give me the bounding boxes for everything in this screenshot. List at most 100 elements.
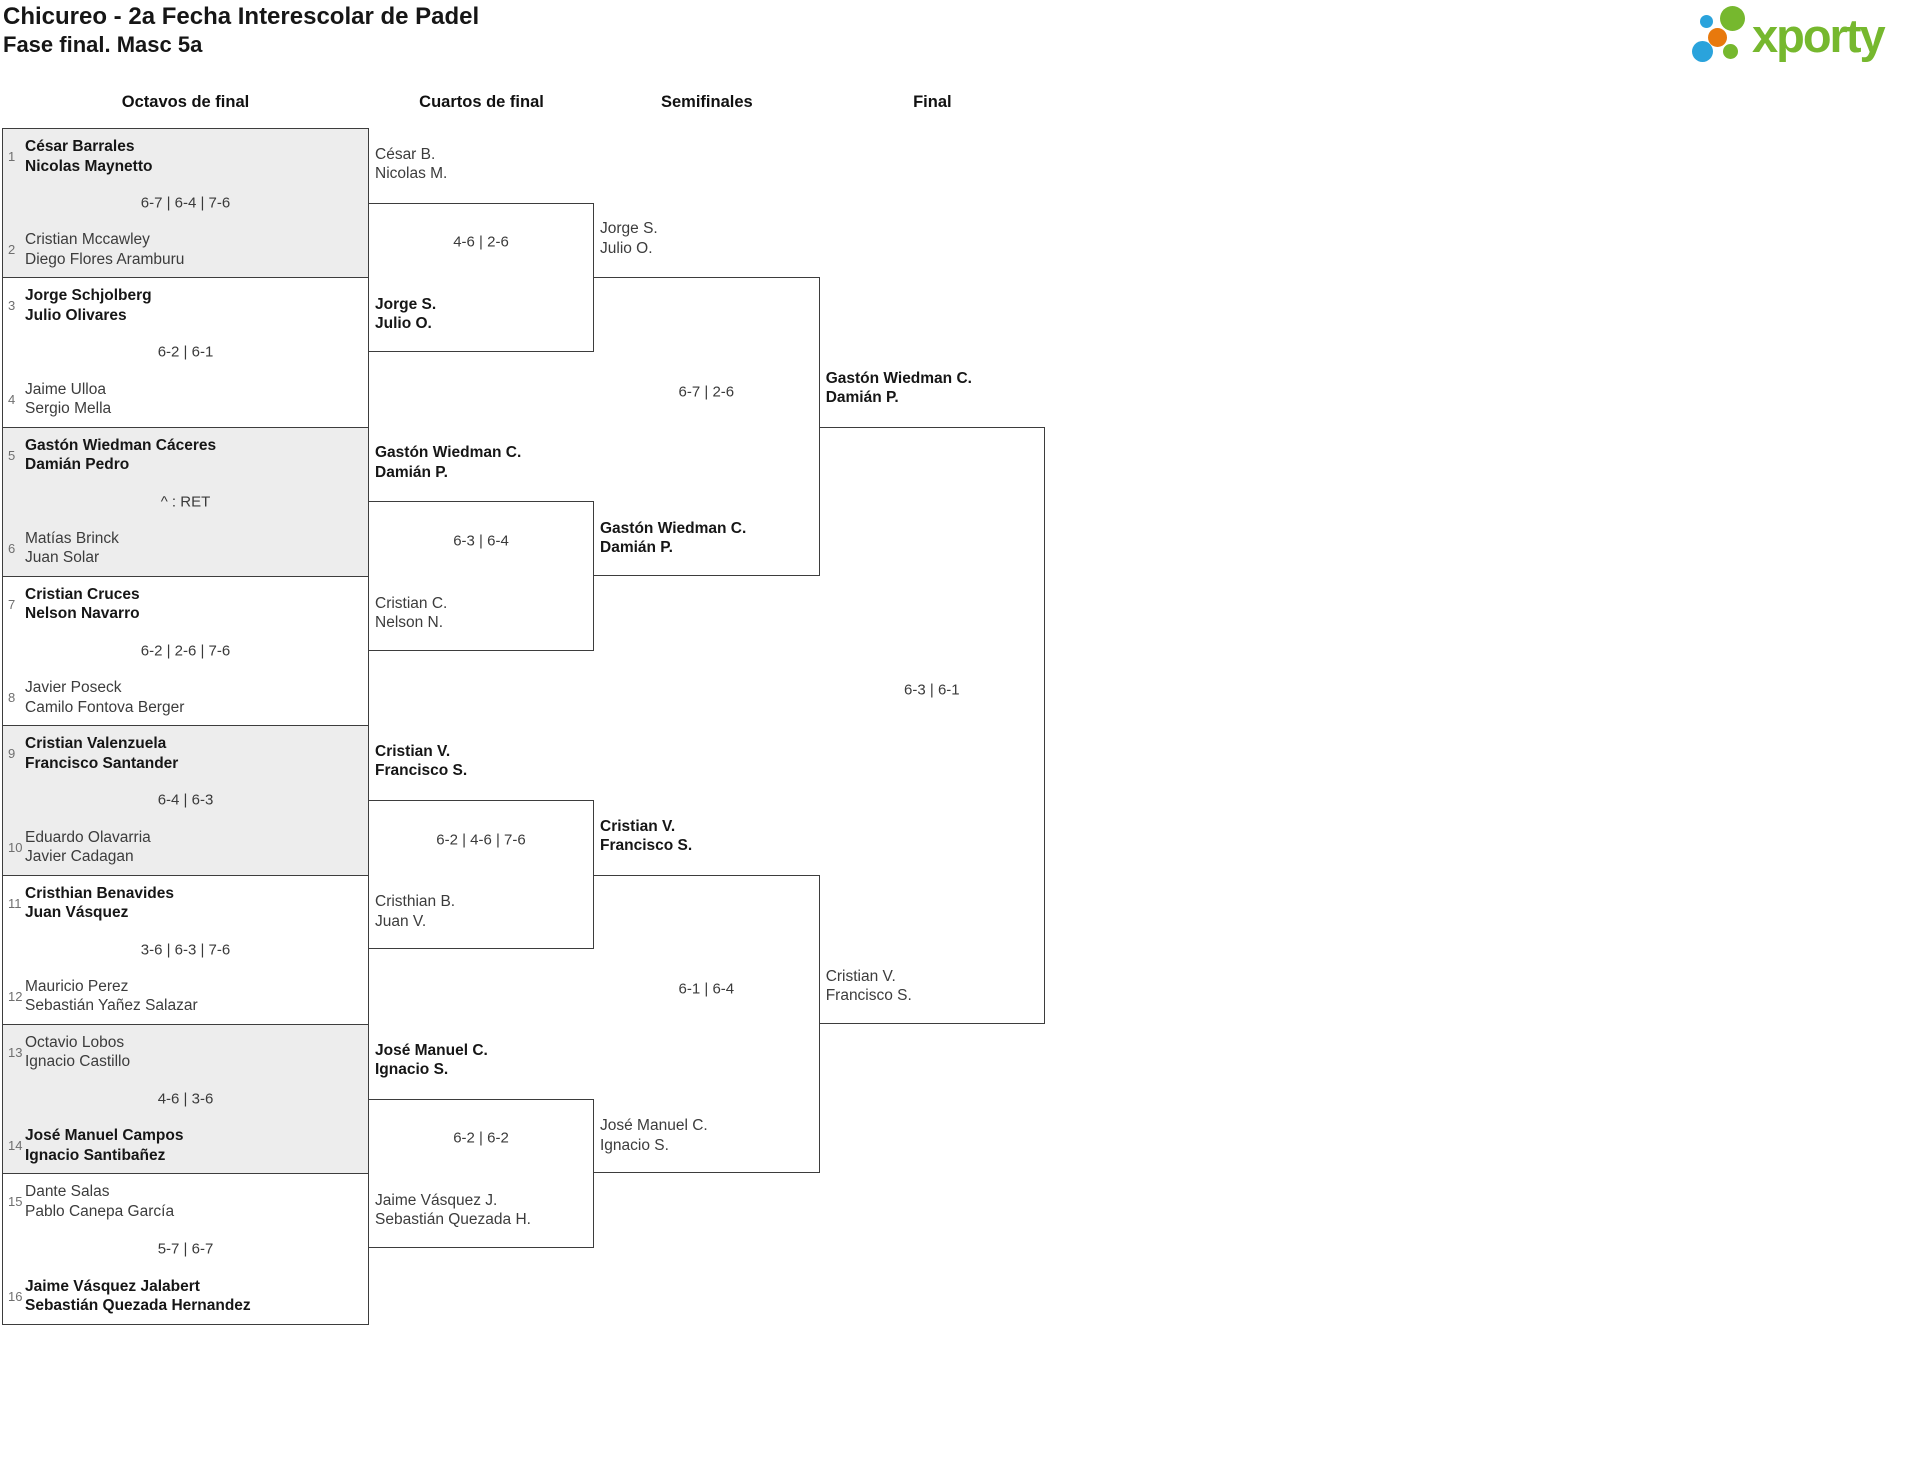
player-name: José Manuel C. [375,1041,488,1059]
player-name: Damián P. [600,539,673,557]
team-players: Cristian C. Nelson N. [375,594,447,633]
seed-number: 2 [8,242,16,258]
round-header-octavos-de-final: Octavos de final [121,93,250,111]
player-name: Sebastián Quezada Hernandez [25,1297,251,1315]
player-name: Ignacio S. [600,1136,669,1154]
team-entry: Gastón Wiedman C. Damián P. [826,369,972,408]
round-header-semifinales: Semifinales [660,93,753,111]
player-name: Ignacio S. [375,1061,449,1079]
player-name: Nelson Navarro [25,605,140,623]
team-entry: Jorge S.Julio O. [600,219,658,258]
match-score: 6-1 | 6-4 [678,980,735,998]
player-name: Cristian Mccawley [25,231,150,249]
player-name: Julio Olivares [25,306,127,324]
player-name: Ignacio Santibañez [25,1146,166,1164]
player-name: César Barrales [25,138,135,155]
player-name: Gastón Wiedman C. [375,444,522,462]
player-name: Cristian V. [825,967,896,985]
page-title: Chicureo - 2a Fecha Interescolar de Pade… [3,3,480,30]
seed-number: 15 [8,1194,23,1210]
player-name: Mauricio Perez [25,977,129,995]
player-name: Jorge Schjolberg [25,287,152,305]
match-score: 6-2 | 4-6 | 7-6 [436,831,526,849]
player-name: Gastón Wiedman C. [825,369,972,387]
player-name: Cristian C. [375,594,448,612]
team-players: Jorge S.Julio O. [600,219,658,258]
match-score: 6-2 | 2-6 | 7-6 [140,642,231,660]
logo-dot-blue-large-icon [1692,41,1713,62]
team-entry: Cristian V.Francisco S. [600,817,692,856]
player-name: Francisco S. [375,762,468,780]
match-score: 6-4 | 6-3 [157,791,214,809]
player-name: Nicolas Maynetto [25,157,153,175]
player-name: Jaime Vásquez J. [375,1191,498,1209]
player-name: Camilo Fontova Berger [25,698,185,716]
team-players: Cristian V.Francisco S. [375,742,467,781]
player-name: Juan V. [375,912,427,930]
team-players: Cristian V.Francisco S. [600,817,692,856]
logo-wordmark: xporty [1752,9,1886,62]
round-header-cuartos-de-final: Cuartos de final [419,93,544,111]
xporty-logo[interactable]: xporty [1690,5,1920,65]
team-players: Gastón Wiedman C. Damián P. [826,369,972,408]
player-name: Julio O. [375,315,432,333]
seed-number: 13 [8,1044,23,1060]
player-name: Damián P. [825,389,899,407]
player-name: Jaime Vásquez Jalabert [25,1277,200,1295]
match-score: 6-3 | 6-4 [453,532,509,550]
player-name: José Manuel Campos [25,1127,184,1145]
team-entry: Jaime Vásquez J.Sebastián Quezada H. [375,1191,531,1230]
team-entry: Gastón Wiedman C.Damián P. [375,443,521,482]
seed-number: 5 [8,447,16,463]
player-name: Cristian Valenzuela [25,735,167,753]
match-score: 4-6 | 2-6 [453,233,509,251]
player-name: Javier Poseck [25,679,122,697]
player-name: Gastón Wiedman C. [600,519,747,537]
seed-number: 16 [8,1288,23,1304]
match-score: 3-6 | 6-3 | 7-6 [140,941,231,959]
match-score: 6-3 | 6-1 [904,681,960,699]
player-name: José Manuel C. [600,1117,708,1135]
logo-dot-blue-small-icon [1700,15,1713,28]
player-name: Juan Vásquez [25,904,129,922]
player-name: Nelson N. [375,614,444,632]
seed-number: 8 [8,690,16,706]
team-entry: Cristian V.Francisco S. [375,742,467,781]
player-name: Diego Flores Aramburu [25,250,185,268]
logo-dot-green-small-icon [1723,44,1738,59]
player-name: Matías Brinck [25,529,119,547]
team-players: Gastón Wiedman C. Damián P. [600,519,746,558]
match-score: 6-2 | 6-1 [157,343,214,361]
team-players: Gastón Wiedman C.Damián P. [375,443,521,482]
player-name: Cristhian Benavides [25,884,175,902]
